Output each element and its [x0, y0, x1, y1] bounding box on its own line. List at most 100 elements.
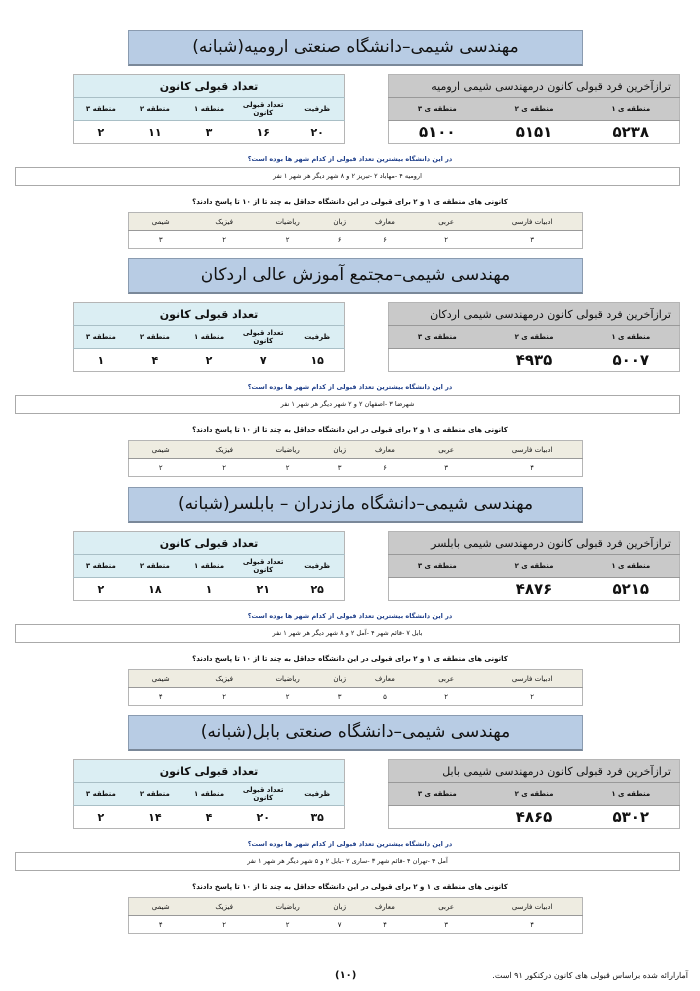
- subject-score-cell: ۵: [383, 692, 387, 701]
- footer-note: آمارارائه شده براساس قبولی های کانون درک…: [492, 971, 688, 980]
- column-header: منطقه ۲: [127, 97, 182, 121]
- score-cell: ۴۹۳۵: [515, 351, 553, 369]
- section-title: مهندسی شیمی–دانشگاه صنعتی ارومیه(شبانه): [128, 30, 583, 66]
- subject-score-cell: ۲: [158, 463, 163, 472]
- last-score-table: ترازآخرین فرد قبولی کانون درمهندسی شیمی …: [388, 74, 680, 144]
- column-header: منطقه ۱: [181, 554, 237, 578]
- subject-header: ریاضیات: [255, 897, 320, 916]
- cities-answer: شهرضا ۳ -اصفهان ۲ و ۲ شهر دیگر هر شهر ۱ …: [15, 395, 680, 414]
- column-header: تعداد قبولی کانون: [236, 97, 291, 121]
- university-section: مهندسی شیمی–دانشگاه صنعتی بابل(شبانه) تع…: [0, 715, 700, 943]
- column-header: منطقه ۳: [73, 97, 128, 121]
- acceptance-count-title: تعداد قبولی کانون: [73, 74, 345, 98]
- subject-header: ریاضیات: [255, 212, 320, 231]
- column-header: منطقه ۳: [73, 782, 128, 806]
- last-score-title: ترازآخرین فرد قبولی کانون درمهندسی شیمی …: [388, 531, 680, 555]
- last-score-title: ترازآخرین فرد قبولی کانون درمهندسی شیمی …: [388, 74, 680, 98]
- subject-score-cell: ۶: [383, 235, 387, 244]
- subject-score-cell: ۳: [158, 235, 163, 244]
- count-cell: ۱۴: [148, 810, 162, 824]
- subject-score-cell: ۳: [444, 463, 448, 472]
- score-cell: ۵۱۵۱: [515, 123, 553, 141]
- cities-answer: بابل ۷ -قائم شهر ۴ -آمل ۲ و ۸ شهر دیگر ه…: [15, 624, 680, 643]
- section-title: مهندسی شیمی–دانشگاه مازندران – بابلسر(شب…: [128, 487, 583, 523]
- question-cities: در این دانشگاه بیشترین تعداد قبولی از کد…: [247, 612, 453, 620]
- score-cell: ۴۸۷۶: [515, 580, 553, 598]
- subject-header: زبان: [319, 669, 361, 688]
- column-header: منطقه ۲: [127, 782, 182, 806]
- subject-header: معارف: [360, 440, 410, 459]
- subject-header: ادبیات فارسی: [482, 897, 583, 916]
- section-title: مهندسی شیمی–مجتمع آموزش عالی اردکان: [128, 258, 583, 294]
- subject-score-cell: ۲: [444, 692, 448, 701]
- subject-header: شیمی: [128, 897, 193, 916]
- subject-score-cell: ۴: [158, 920, 163, 929]
- column-header: منطقه ۱: [181, 97, 237, 121]
- count-cell: ۱۵: [310, 353, 324, 367]
- subject-header: زبان: [319, 440, 361, 459]
- subject-score-cell: ۲: [222, 920, 227, 929]
- acceptance-count-title: تعداد قبولی کانون: [73, 302, 345, 326]
- region-header: منطقه ی ۲: [485, 97, 583, 121]
- score-cell: [389, 349, 486, 372]
- subject-header: ادبیات فارسی: [482, 440, 583, 459]
- subject-score-cell: ۲: [285, 235, 290, 244]
- count-cell: ۳۵: [310, 810, 324, 824]
- subject-score-cell: ۲: [285, 692, 290, 701]
- subject-score-cell: ۶: [383, 463, 387, 472]
- question-subjects: کانونی های منطقه ی ۱ و ۲ برای قبولی در ا…: [192, 883, 508, 891]
- cities-answer: ارومیه ۴ -مهاباد ۲ -تبریز ۲ و ۸ شهر دیگر…: [15, 167, 680, 186]
- question-subjects: کانونی های منطقه ی ۱ و ۲ برای قبولی در ا…: [192, 198, 508, 206]
- count-cell: ۴: [205, 810, 213, 824]
- count-cell: ۱۸: [148, 582, 162, 596]
- subject-score-cell: ۶: [337, 235, 342, 244]
- count-cell: ۲: [97, 810, 105, 824]
- subject-score-cell: ۷: [337, 920, 342, 929]
- column-header: منطقه ۳: [73, 325, 128, 349]
- acceptance-count-title: تعداد قبولی کانون: [73, 759, 345, 783]
- subject-header: عربی: [409, 669, 483, 688]
- subject-score-cell: ۲: [285, 920, 290, 929]
- count-cell: ۱: [97, 353, 105, 367]
- score-cell: ۵۰۰۷: [612, 351, 650, 369]
- count-cell: ۲: [205, 353, 213, 367]
- column-header: منطقه ۳: [73, 554, 128, 578]
- count-cell: ۲۵: [310, 582, 324, 596]
- subject-score-cell: ۲: [222, 463, 227, 472]
- count-cell: ۷: [259, 353, 267, 367]
- last-score-title: ترازآخرین فرد قبولی کانون درمهندسی شیمی …: [388, 302, 680, 326]
- subject-score-cell: ۳: [444, 920, 448, 929]
- region-header: منطقه ی ۲: [485, 782, 583, 806]
- region-header: منطقه ی ۱: [582, 554, 680, 578]
- count-cell: ۲: [97, 582, 105, 596]
- question-cities: در این دانشگاه بیشترین تعداد قبولی از کد…: [247, 383, 453, 391]
- last-score-table: ترازآخرین فرد قبولی کانون درمهندسی شیمی …: [388, 759, 680, 829]
- page-number: (۱۰): [335, 970, 357, 981]
- region-header: منطقه ی ۱: [582, 97, 680, 121]
- count-cell: ۱۶: [256, 125, 270, 139]
- count-cell: ۱۱: [148, 125, 162, 139]
- subject-header: عربی: [409, 212, 483, 231]
- region-header: منطقه ی ۱: [582, 782, 680, 806]
- subject-score-cell: ۳: [530, 235, 535, 244]
- score-cell: [389, 578, 486, 601]
- count-cell: ۲۱: [256, 582, 270, 596]
- count-cell: ۲۰: [310, 125, 324, 139]
- subject-header: شیمی: [128, 440, 193, 459]
- count-cell: ۴: [151, 353, 159, 367]
- subject-header: فیزیک: [192, 212, 256, 231]
- subject-header: عربی: [409, 440, 483, 459]
- subject-score-cell: ۳: [337, 692, 342, 701]
- subject-header: فیزیک: [192, 669, 256, 688]
- subject-score-cell: ۲: [530, 692, 535, 701]
- score-cell: ۵۲۱۵: [612, 580, 650, 598]
- column-header: منطقه ۲: [127, 325, 182, 349]
- question-cities: در این دانشگاه بیشترین تعداد قبولی از کد…: [247, 155, 453, 163]
